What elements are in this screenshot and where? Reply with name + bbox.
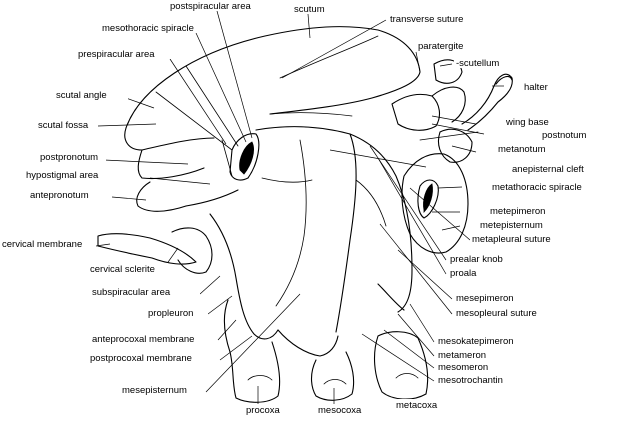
label-scutal-fossa: scutal fossa [38,120,89,131]
wing-base-outline [391,93,441,131]
label-scutal-angle: scutal angle [56,90,107,101]
label-postnotum: postnotum [542,130,586,141]
label-scutellum: -scutellum [456,58,499,69]
label-metepisternum: metepisternum [480,220,543,231]
label-prespiracular-area: prespiracular area [78,49,155,60]
postspiracular-edge [185,65,239,147]
label-anepisternal-cleft: anepisternal cleft [512,164,584,175]
label-metacoxa: metacoxa [396,400,438,411]
label-antepronotum: antepronotum [30,190,89,201]
anepisternal-suture [275,139,307,307]
postnotum-line [419,131,479,141]
label-mesokatepimeron: mesokatepimeron [438,336,514,347]
label-cervical-sclerite: cervical sclerite [90,264,155,275]
mesocoxa-outline [310,351,355,401]
label-metathoracic-spiracle: metathoracic spiracle [492,182,582,193]
halter-knob [495,75,513,85]
label-paratergite: paratergite [418,41,463,52]
label-mesothoracic-spiracle: mesothoracic spiracle [102,23,194,34]
label-mesocoxa: mesocoxa [318,405,362,416]
label-scutum: scutum [294,4,325,15]
propleuron-outline [209,213,279,340]
label-wing-base: wing base [505,117,549,128]
label-cervical-membrane: cervical membrane [2,239,82,250]
cervical-sclerite-outline [171,227,213,274]
label-mesomeron: mesomeron [438,362,488,373]
metacoxa-outline [373,331,429,400]
prespiracular-edge [155,91,233,151]
antepronotum-outline [136,181,187,212]
label-metapleural-suture: metapleural suture [472,234,551,245]
label-transverse-suture: transverse suture [390,14,463,25]
label-mesepimeron: mesepimeron [456,293,514,304]
labels: postspiracular area scutum mesothoracic … [2,1,586,416]
procoxa-outline [223,299,281,403]
halter-outline [461,73,513,131]
metanotum-outline [437,128,473,163]
label-metanotum: metanotum [498,144,546,155]
label-prealar-knob: prealar knob [450,254,503,265]
scutal-fossa-outline [124,127,215,151]
label-subspiracular-area: subspiracular area [92,287,171,298]
postpronotum-outline [137,149,205,180]
mesopleural-suture-line [355,179,387,227]
label-proala: proala [450,268,477,279]
label-metameron: metameron [438,350,486,361]
mesepisternum-lower [277,329,339,357]
metacoxa-joint [395,373,419,379]
label-mesotrochantin: mesotrochantin [438,375,503,386]
label-anteprocoxal-membrane: anteprocoxal membrane [92,334,194,345]
mesocoxa-joint [323,379,347,385]
procoxa-joint [247,375,273,381]
scutellum-outline [433,59,463,84]
label-metepimeron: metepimeron [490,206,545,217]
metathoracic-spiracle [423,183,433,213]
label-backgrounds [0,0,606,415]
mesokatepimeron-edge [377,283,405,311]
mesothoracic-spiracle [239,141,254,175]
label-procoxa: procoxa [246,405,281,416]
transverse-suture-line [279,35,379,79]
label-postprocoxal-membrane: postprocoxal membrane [90,353,192,364]
mesepimeron-outline [349,133,413,313]
mesothoracic-spiracle-rim [229,133,260,181]
hypostigmal-outline [185,189,239,207]
label-postpronotum: postpronotum [40,152,98,163]
spiracle-left-margin [221,139,233,177]
label-postspiracular-area: postspiracular area [170,1,252,12]
scutum-outline [125,26,421,129]
label-propleuron: propleuron [148,308,193,319]
cervical-membrane-outline [97,233,197,265]
thorax-outlines [97,26,513,403]
leader-lines [95,10,504,404]
label-hypostigmal-area: hypostigmal area [26,170,99,181]
label-halter: halter [524,82,548,93]
scutal-lower-edge [269,112,353,117]
label-mesopleural-suture: mesopleural suture [456,308,537,319]
subspiracular-line [261,177,313,183]
paratergite-outline [431,86,466,123]
label-mesepisternum: mesepisternum [122,385,187,396]
metathoracic-spiracle-rim [417,179,439,219]
mesepisternum-outline [255,125,357,333]
